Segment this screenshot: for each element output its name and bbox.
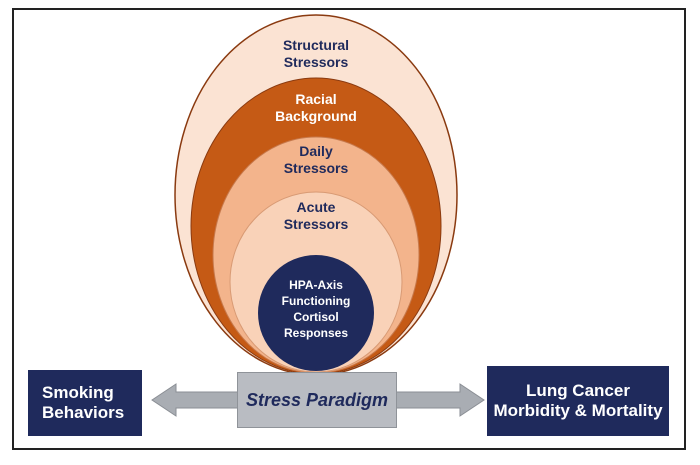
core-label-2: Functioning xyxy=(282,294,351,308)
smoking-box-line2: Behaviors xyxy=(42,403,125,422)
ring-label-racial-2: Background xyxy=(275,108,357,124)
stress-paradigm-label: Stress Paradigm xyxy=(237,372,397,428)
ring-label-racial-1: Racial xyxy=(295,91,336,107)
ring-label-structural-1: Structural xyxy=(283,37,349,53)
ring-label-daily-1: Daily xyxy=(299,143,333,159)
core-label-1: HPA-Axis xyxy=(289,278,343,292)
ring-label-acute-1: Acute xyxy=(297,199,336,215)
smoking-box-line1: Smoking xyxy=(42,382,114,402)
ring-label-daily-2: Stressors xyxy=(284,160,349,176)
core-label-4: Responses xyxy=(284,326,348,340)
outcome-box-line1: Lung Cancer xyxy=(526,380,630,400)
ring-label-structural-2: Stressors xyxy=(284,54,349,70)
ring-label-acute-2: Stressors xyxy=(284,216,349,232)
outcome-box-line2: Morbidity & Mortality xyxy=(493,401,663,420)
core-hpa-axis xyxy=(258,255,374,371)
lung-cancer-outcome-box: Lung Cancer Morbidity & Mortality xyxy=(487,366,669,436)
smoking-behaviors-box: Smoking Behaviors xyxy=(28,370,142,436)
core-label-3: Cortisol xyxy=(293,310,338,324)
